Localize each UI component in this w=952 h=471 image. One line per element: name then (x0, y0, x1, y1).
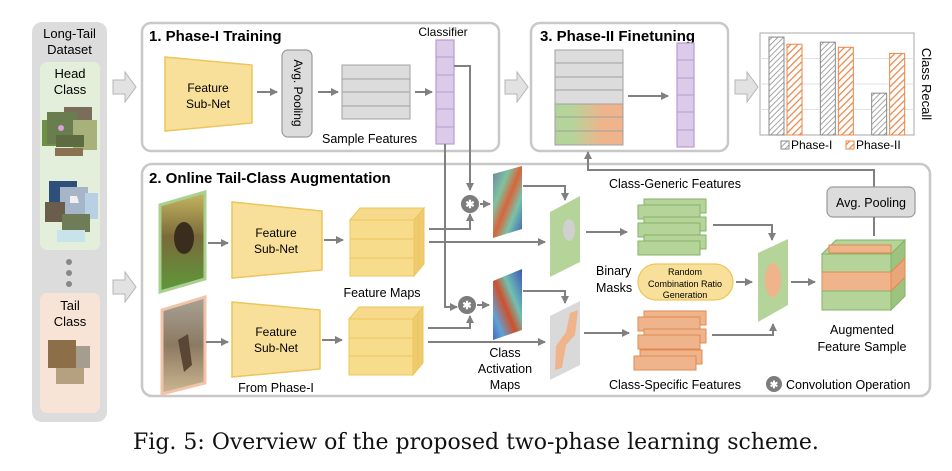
svg-text:Avg. Pooling: Avg. Pooling (836, 196, 906, 210)
legend-label-phase2: Phase-II (856, 138, 901, 152)
classifier-weight-line (454, 65, 474, 191)
chart-bar-phase-ii-1 (786, 43, 803, 136)
head-class-line1: Head (54, 66, 85, 81)
flow-arrow-icon (112, 70, 137, 104)
ellipsis-dot (66, 270, 72, 276)
svg-text:Feature: Feature (187, 81, 229, 95)
svg-text:Combination Ratio: Combination Ratio (648, 279, 722, 289)
convolution-legend-label: Convolution Operation (786, 378, 910, 392)
class-generic-features-stack (637, 198, 707, 256)
binary-mask-bottom (550, 301, 580, 380)
feedback-arrow (584, 151, 875, 192)
chart-legend: Phase-I Phase-II (780, 138, 901, 152)
tail-class-group: Tail Class (40, 293, 100, 413)
flow-arrow-icon (504, 70, 529, 104)
phase2-feature-block (554, 49, 624, 146)
binary-mask-top (550, 196, 580, 277)
long-tail-dataset-panel: Long-Tail Dataset Head Class (32, 22, 107, 422)
from-phase1-label: From Phase-I (238, 381, 314, 395)
chart-bar-phase-ii-3 (889, 52, 906, 136)
feature-maps-cube-top (348, 206, 426, 278)
svg-text:Avg. Pooling: Avg. Pooling (291, 59, 305, 126)
chart-ylabel: Class Recall (919, 48, 934, 120)
convolution-operation-icon (766, 376, 782, 392)
avg-pooling-right: Avg. Pooling (826, 186, 916, 218)
phase2-classifier-column (676, 42, 695, 148)
svg-text:Random: Random (668, 267, 702, 277)
dataset-title-line1: Long-Tail (43, 26, 96, 41)
feature-subnet-top: Feature Sub-Net (231, 201, 323, 279)
cam-label-line2: Activation (478, 362, 532, 376)
phase2-finetuning-panel: 3. Phase-II Finetuning (529, 21, 730, 153)
phase2-title: 3. Phase-II Finetuning (540, 28, 695, 45)
ellipsis-dot (66, 259, 72, 265)
class-generic-features-label: Class-Generic Features (609, 177, 741, 191)
feature-maps-cube-bottom (347, 305, 425, 377)
legend-swatch-phase1 (780, 140, 790, 150)
class-specific-features-label: Class-Specific Features (609, 378, 741, 392)
cam-label-line1: Class (489, 346, 520, 360)
class-activation-map-bottom (493, 269, 522, 340)
svg-text:Sub-Net: Sub-Net (186, 97, 231, 111)
legend-swatch-phase2 (845, 140, 855, 150)
head-class-image-stack-2 (45, 181, 98, 242)
combination-mask (758, 239, 788, 322)
phase1-classifier-column (435, 39, 455, 145)
figure-caption: Fig. 5: Overview of the proposed two-pha… (133, 430, 819, 455)
chart-bar-phase-ii-2 (837, 46, 854, 136)
svg-text:Sub-Net: Sub-Net (254, 341, 299, 355)
svg-text:✱: ✱ (462, 300, 471, 312)
class-activation-map-top (493, 166, 522, 238)
augmented-feature-cube (820, 238, 907, 312)
augmentation-title: 2. Online Tail-Class Augmentation (149, 170, 391, 187)
augmented-label-line1: Augmented (830, 323, 894, 337)
sample-features-label: Sample Features (322, 132, 417, 146)
convolution-operation-icon: ✱ (461, 195, 479, 213)
convolution-legend: ✱ Convolution Operation (766, 376, 910, 392)
classifier-label: Classifier (418, 25, 467, 39)
phase1-training-panel: 1. Phase-I Training Feature Sub-Net Avg.… (140, 21, 501, 153)
svg-text:Sub-Net: Sub-Net (254, 242, 299, 256)
class-specific-features-stack (633, 310, 707, 371)
sample-features-block (341, 64, 411, 120)
random-combination-ratio-generator: Random Combination Ratio Generation (637, 263, 734, 301)
tail-class-input-image (160, 294, 207, 396)
classifier-weight-line (444, 144, 458, 311)
dataset-title-line2: Dataset (47, 42, 92, 57)
svg-text:✱: ✱ (770, 380, 779, 391)
svg-text:Feature: Feature (255, 325, 297, 339)
legend-label-phase1: Phase-I (791, 138, 832, 152)
flow-arrow-icon (734, 70, 759, 104)
tail-class-line2: Class (54, 314, 87, 329)
feature-subnet-bottom: Feature Sub-Net (231, 301, 321, 378)
chart-bar-phase-i-1 (768, 36, 785, 136)
phase1-title: 1. Phase-I Training (149, 28, 282, 45)
augmented-label-line2: Feature Sample (818, 340, 907, 354)
chart-bar-phase-i-3 (871, 92, 888, 136)
binary-masks-label-line1: Binary (596, 264, 632, 278)
online-augmentation-panel: 2. Online Tail-Class Augmentation Featur… (140, 65, 932, 398)
svg-text:Feature: Feature (255, 226, 297, 240)
head-class-line2: Class (54, 82, 87, 97)
class-recall-chart: Class Recall Phase-I Phase-II (759, 32, 934, 152)
head-class-image-stack-1 (42, 107, 97, 156)
svg-text:✱: ✱ (465, 199, 474, 211)
flow-arrow-icon (112, 270, 137, 304)
head-class-group: Head Class (40, 62, 100, 250)
binary-masks-label-line2: Masks (596, 281, 632, 295)
tail-class-line1: Tail (60, 298, 80, 313)
cam-label-line3: Maps (490, 378, 521, 392)
head-class-input-image (158, 190, 207, 294)
convolution-operation-icon: ✱ (458, 296, 476, 314)
chart-bar-phase-i-2 (819, 41, 836, 136)
svg-text:Generation: Generation (663, 290, 708, 300)
feature-maps-label: Feature Maps (343, 286, 420, 300)
phase1-avg-pooling: Avg. Pooling (281, 49, 313, 138)
phase1-feature-subnet: Feature Sub-Net (164, 56, 253, 132)
diagram-canvas: Long-Tail Dataset Head Class (32, 21, 934, 422)
ellipsis-dot (66, 281, 72, 287)
